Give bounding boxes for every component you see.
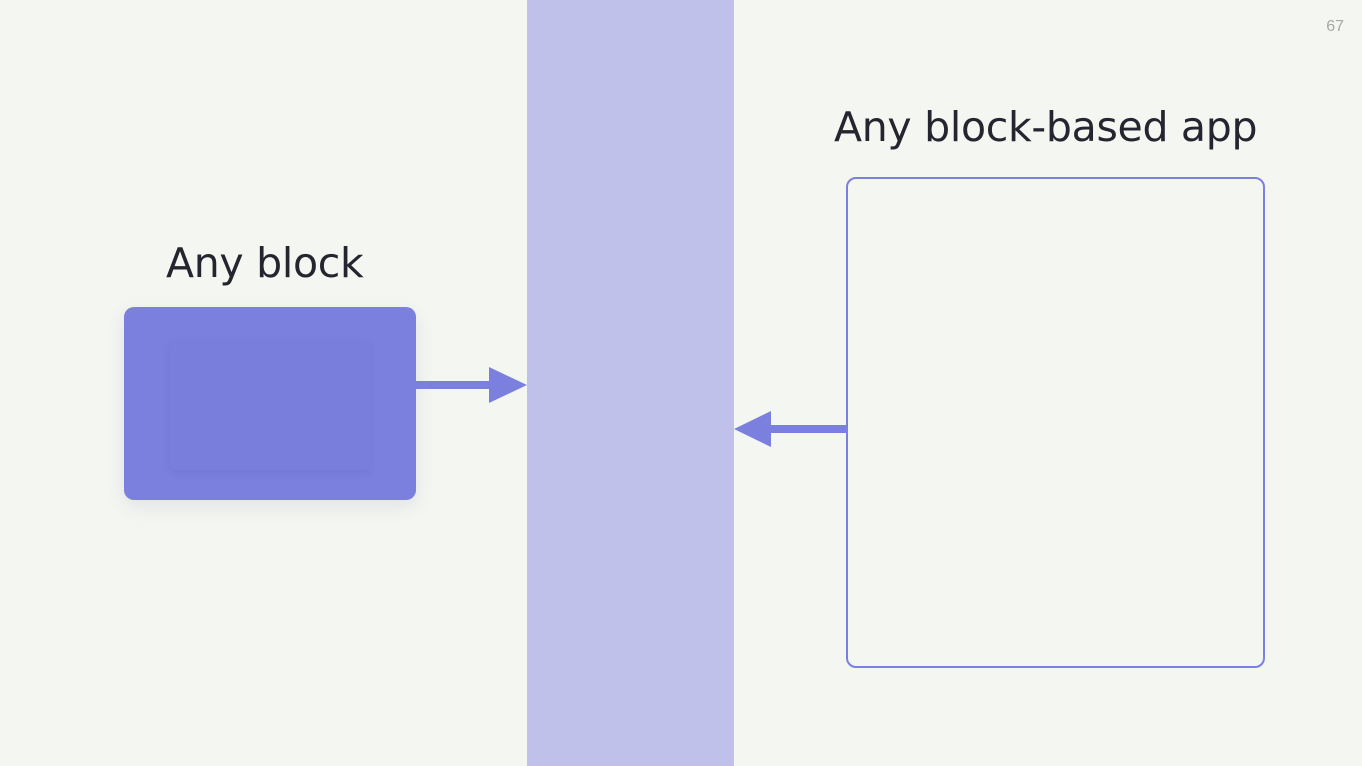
arrow-left-head (734, 411, 771, 447)
arrow-left-icon (734, 411, 846, 447)
app-label: Any block-based app (834, 103, 1258, 151)
page-number: 67 (1326, 18, 1344, 35)
block-inner-panel (170, 340, 370, 470)
arrow-right-icon (416, 367, 527, 403)
block-box (124, 307, 416, 500)
protocol-band (527, 0, 734, 766)
block-label: Any block (166, 239, 364, 287)
app-frame (846, 177, 1265, 668)
arrow-right-head (489, 367, 527, 403)
